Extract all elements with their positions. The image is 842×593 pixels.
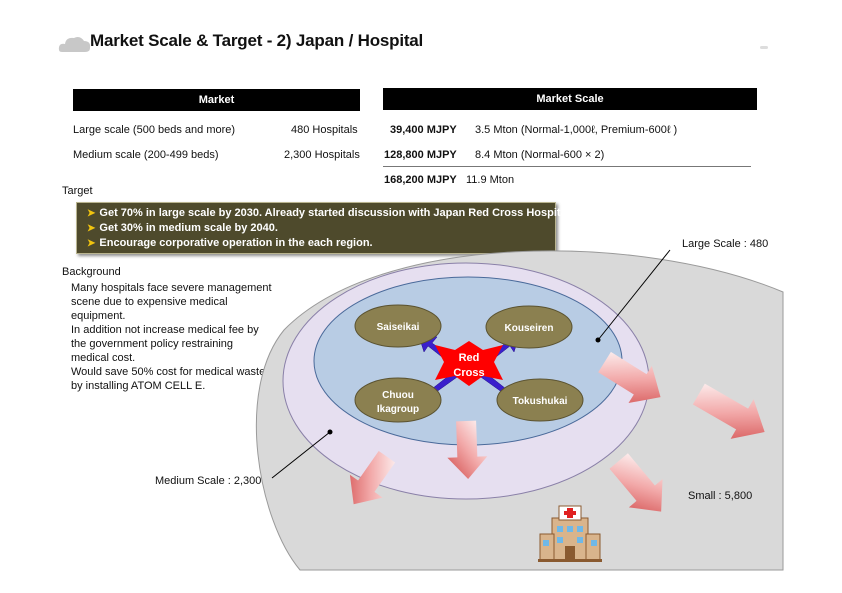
background-line: medical cost.	[71, 352, 136, 364]
group-kouseiren	[485, 305, 573, 349]
row-medium-count: 2,300 Hospitals	[284, 149, 360, 161]
cloud-logo-icon	[58, 37, 91, 52]
group-saiseikai	[354, 304, 442, 348]
arrow-down	[447, 420, 488, 479]
kouseiren-label: Kouseiren	[505, 323, 554, 334]
red-cross-label: Cross	[453, 367, 484, 379]
bullet-arrow-icon: ➤	[87, 208, 96, 219]
background-line: by installing ATOM CELL E.	[71, 380, 206, 392]
large-scale-label: Large Scale : 480	[682, 238, 768, 250]
market-scale-header: Market Scale	[383, 88, 757, 110]
medium-scale-dot	[327, 429, 333, 435]
group-tokushukai	[496, 378, 584, 422]
target-item: Get 70% in large scale by 2030. Already …	[99, 207, 573, 219]
row-large-segment: Large scale (500 beds and more)	[73, 124, 236, 136]
tokushukai-label: Tokushukai	[513, 396, 568, 407]
medium-scale-label: Medium Scale : 2,300	[155, 475, 261, 487]
arrow-down-left	[349, 450, 396, 505]
red-cross-label: Red	[459, 352, 480, 364]
hospital-icon	[538, 505, 602, 562]
table-divider	[383, 166, 751, 167]
background-label: Background	[62, 266, 121, 278]
bullet-arrow-icon: ➤	[87, 238, 96, 249]
bullet-arrow-icon: ➤	[87, 223, 96, 234]
small-scale-label: Small : 5,800	[688, 490, 752, 502]
arrow-down-right-1	[598, 351, 661, 404]
background-line: Many hospitals face severe management	[71, 282, 272, 294]
background-line: Would save 50% cost for medical waste	[71, 366, 266, 378]
target-label: Target	[62, 185, 93, 197]
large-scale-leader	[597, 249, 671, 341]
market-header: Market	[73, 89, 360, 111]
medium-scale-leader	[271, 431, 331, 479]
row-medium-value: 128,800 MJPY	[384, 149, 457, 161]
background-line: In addition not increase medical fee by	[71, 324, 259, 336]
target-item: Get 30% in medium scale by 2040.	[99, 222, 278, 234]
group-chuou	[354, 377, 442, 423]
arrow-down-right-2	[692, 383, 765, 439]
row-large-value: 39,400 MJPY	[390, 124, 457, 136]
large-scale-dot	[595, 337, 601, 343]
corner-mark	[760, 46, 768, 49]
row-large-count: 480 Hospitals	[291, 124, 358, 136]
total-volume: 11.9 Mton	[466, 174, 515, 186]
chuou-label: Ikagroup	[377, 404, 419, 415]
red-cross-center	[435, 341, 503, 386]
target-box: ➤Get 70% in large scale by 2030. Already…	[76, 202, 573, 254]
chuou-label: Chuou	[382, 390, 414, 401]
page-title: Market Scale & Target - 2) Japan / Hospi…	[90, 31, 424, 50]
background-line: the government policy restraining	[71, 338, 234, 350]
row-medium-volume: 8.4 Mton (Normal-600 × 2)	[475, 149, 605, 161]
row-medium-segment: Medium scale (200-499 beds)	[73, 149, 219, 161]
background-text: Many hospitals face severe management sc…	[71, 281, 272, 393]
saiseikai-label: Saiseikai	[377, 322, 420, 333]
row-large-volume: 3.5 Mton (Normal-1,000ℓ, Premium-600ℓ )	[475, 124, 678, 136]
total-value: 168,200 MJPY	[384, 174, 457, 186]
arrow-down-right-3	[609, 453, 663, 512]
target-item: Encourage corporative operation in the e…	[99, 237, 373, 249]
background-line: equipment.	[71, 310, 126, 322]
background-line: scene due to expensive medical	[71, 296, 228, 308]
